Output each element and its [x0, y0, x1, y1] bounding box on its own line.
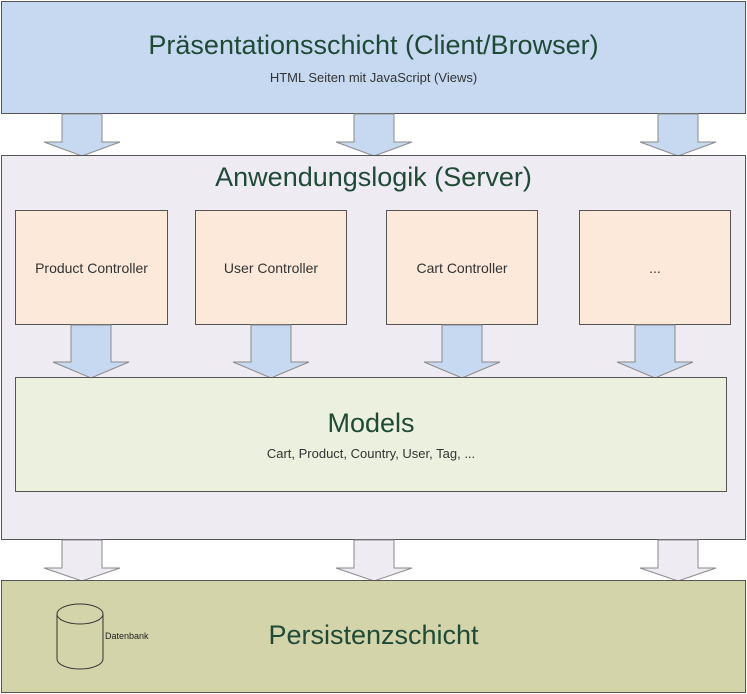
- controller-label: ...: [649, 259, 661, 276]
- presentation-layer: Präsentationsschicht (Client/Browser) HT…: [1, 1, 746, 114]
- arrow-down-icon: [639, 539, 717, 582]
- persistence-title: Persistenzschicht: [268, 620, 479, 650]
- models-title: Models: [327, 408, 415, 438]
- arrow-down-icon: [335, 113, 413, 157]
- arrow-down-icon: [52, 324, 130, 379]
- arrow-down-icon: [616, 324, 694, 379]
- controller-box: ...: [579, 210, 731, 325]
- controller-box: Product Controller: [15, 210, 168, 325]
- controller-label: Product Controller: [35, 259, 148, 276]
- arrow-down-icon: [423, 324, 501, 379]
- arrow-down-icon: [639, 113, 717, 157]
- presentation-title: Präsentationsschicht (Client/Browser): [148, 30, 599, 60]
- database-label: Datenbank: [105, 631, 149, 641]
- application-title: Anwendungslogik (Server): [215, 162, 532, 192]
- arrow-down-icon: [232, 324, 310, 379]
- persistence-layer: Persistenzschicht: [1, 580, 746, 693]
- arrow-down-icon: [43, 539, 121, 582]
- models-box: Models Cart, Product, Country, User, Tag…: [15, 377, 727, 492]
- database-icon: [56, 603, 104, 670]
- arrow-down-icon: [335, 539, 413, 582]
- controller-label: User Controller: [223, 259, 319, 276]
- controller-label: Cart Controller: [416, 259, 508, 276]
- controller-box: Cart Controller: [386, 210, 538, 325]
- presentation-subtitle: HTML Seiten mit JavaScript (Views): [269, 70, 478, 85]
- controller-box: User Controller: [195, 210, 347, 325]
- arrow-down-icon: [43, 113, 121, 157]
- models-subtitle: Cart, Product, Country, User, Tag, ...: [266, 446, 476, 461]
